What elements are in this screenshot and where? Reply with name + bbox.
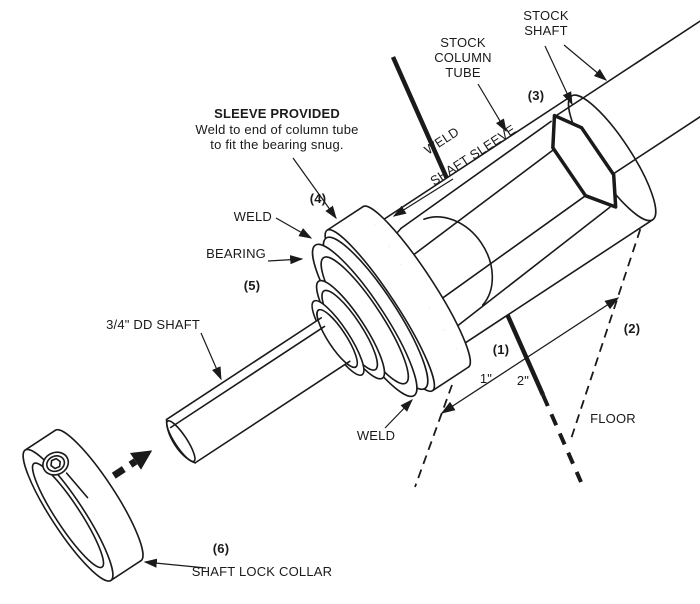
set-screw-rim — [46, 455, 66, 473]
stock-column-tube-label-1: STOCK — [440, 35, 486, 50]
hex-upper-facet — [400, 148, 555, 266]
shaft-lock-collar — [22, 428, 144, 582]
stock-shaft-leader-b — [563, 44, 608, 81]
callout-5: (5) — [244, 278, 261, 293]
dimension-arrow — [440, 297, 620, 414]
stock-column-tube-leader — [477, 83, 507, 133]
stock-shaft-edge-upper — [555, 4, 700, 117]
dd-shaft-bore-rim — [316, 309, 357, 369]
dd-shaft-leader — [200, 332, 222, 381]
shaft-sleeve-weld-leader — [392, 178, 454, 217]
install-arrow-icon — [111, 450, 153, 479]
stock-shaft-edge-lower — [613, 66, 700, 175]
stock-shaft-end-face — [551, 113, 618, 209]
hex-top-edge — [400, 120, 552, 230]
callout-4: (4) — [310, 191, 327, 206]
stock-shaft-leader-a — [544, 45, 573, 106]
install-arrow-shaft — [111, 458, 138, 479]
leader-lines — [143, 44, 608, 569]
shaft-lock-collar-label: SHAFT LOCK COLLAR — [192, 564, 332, 579]
collar-top-edge — [24, 429, 57, 451]
dd-shaft-label: 3/4" DD SHAFT — [106, 317, 200, 332]
stock-shaft-label-1: STOCK — [523, 8, 569, 23]
callout-3: (3) — [528, 88, 545, 103]
sleeve-note-line1: Weld to end of column tube — [195, 122, 358, 137]
collar-bottom-edge — [110, 559, 142, 582]
dimensioning — [414, 297, 620, 488]
hex-section-arc — [423, 216, 494, 306]
callout-6: (6) — [213, 541, 230, 556]
dd-shaft-fill — [166, 317, 350, 463]
collar-face-outer — [22, 448, 114, 582]
callout-2: (2) — [624, 321, 641, 336]
sleeve-note-leader — [292, 157, 337, 220]
sleeve-body-fill — [327, 206, 469, 391]
callout-1: (1) — [493, 342, 510, 357]
dim-one-inch: 1" — [480, 371, 492, 386]
dd-shaft-facet — [169, 325, 326, 429]
weld-bottom-label: WELD — [357, 428, 395, 443]
floor-label: FLOOR — [590, 411, 636, 426]
dd-shaft-bottom-edge — [194, 360, 351, 464]
weld-diagonal-label: WELD — [421, 124, 461, 158]
dd-shaft-top-edge — [165, 317, 323, 421]
collar-slit — [65, 472, 89, 499]
stock-shaft-label-2: SHAFT — [524, 23, 568, 38]
hex-socket-icon — [50, 457, 62, 470]
dim-two-inch: 2" — [517, 373, 529, 388]
stock-column-tube-label-2: COLUMN — [434, 50, 492, 65]
floor-line-hidden — [541, 394, 583, 483]
bearing-label: BEARING — [206, 246, 266, 261]
sleeve-note-title: SLEEVE PROVIDED — [214, 106, 340, 121]
sleeve-top-edge — [326, 205, 364, 232]
collar-right-arc — [54, 428, 144, 562]
collar-face-inner — [31, 462, 105, 569]
hex-lower-facet — [423, 194, 587, 312]
stock-column-tube-label-3: TUBE — [445, 65, 481, 80]
set-screw-icon — [42, 451, 70, 476]
lock-collar-leader — [143, 558, 207, 569]
bearing-leader — [267, 255, 304, 265]
dd-shaft — [165, 309, 357, 464]
hex-body-fill — [385, 121, 610, 330]
offset-line-1in — [414, 384, 453, 488]
dd-shaft-tip-face — [165, 420, 196, 463]
sleeve-note-line2: to fit the bearing snug. — [210, 137, 343, 152]
install-arrow-head — [130, 450, 153, 470]
weld-bottom-leader — [384, 399, 413, 429]
bearing — [311, 236, 429, 398]
stock-shaft-continuation — [555, 4, 700, 175]
weld-left-leader — [275, 217, 313, 239]
weld-left-label: WELD — [234, 209, 272, 224]
